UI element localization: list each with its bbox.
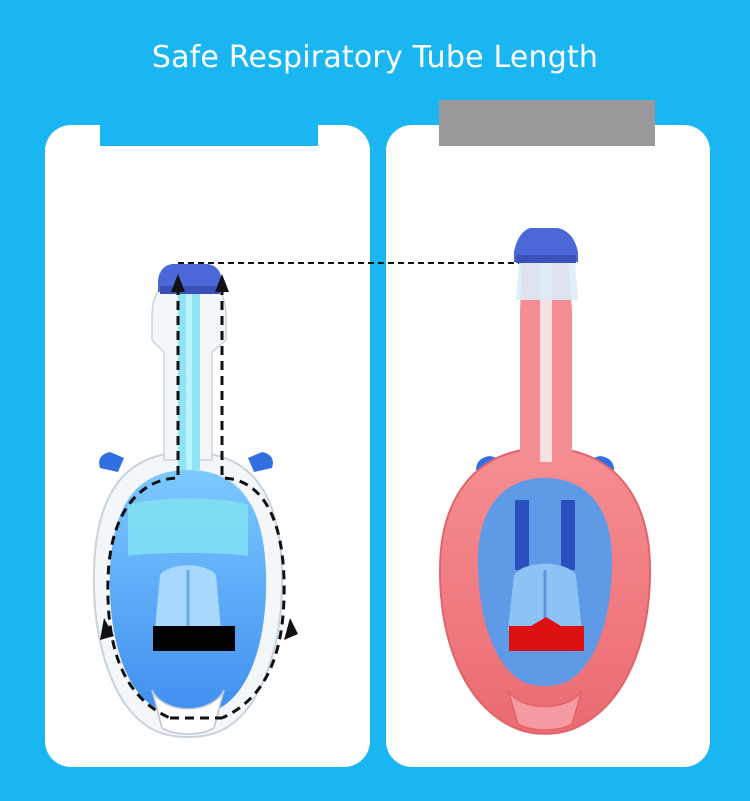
- right-snorkel-mask-icon: [438, 228, 652, 735]
- left-mask-cap-band: [160, 286, 220, 294]
- right-mask-chin: [507, 689, 583, 731]
- airflow-arrow-head: [100, 618, 114, 640]
- left-mask-lens: [128, 498, 248, 556]
- left-mask-side-clip: [248, 452, 273, 472]
- right-mask-strap: [561, 500, 575, 570]
- left-label-bar: [100, 100, 318, 146]
- left-censor-block: [153, 626, 235, 651]
- right-mask-cap: [514, 228, 578, 262]
- airflow-arrow-head: [171, 274, 185, 292]
- right-censor-block: [509, 617, 584, 651]
- left-mask-tube-highlight: [186, 290, 192, 470]
- page-title: Safe Respiratory Tube Length: [151, 40, 599, 75]
- airflow-arrows-icon: [106, 286, 286, 720]
- left-mask-side-clip: [99, 452, 124, 472]
- right-mask-tube-highlight: [540, 262, 552, 462]
- right-mask-cap-band: [516, 255, 576, 263]
- right-label-bar: [439, 100, 655, 146]
- airflow-arrow-head: [284, 618, 298, 640]
- left-mask-chin: [151, 689, 225, 735]
- left-snorkel-mask-icon: [92, 264, 298, 738]
- right-mask-strap: [515, 500, 529, 570]
- airflow-arrow-head: [215, 274, 229, 292]
